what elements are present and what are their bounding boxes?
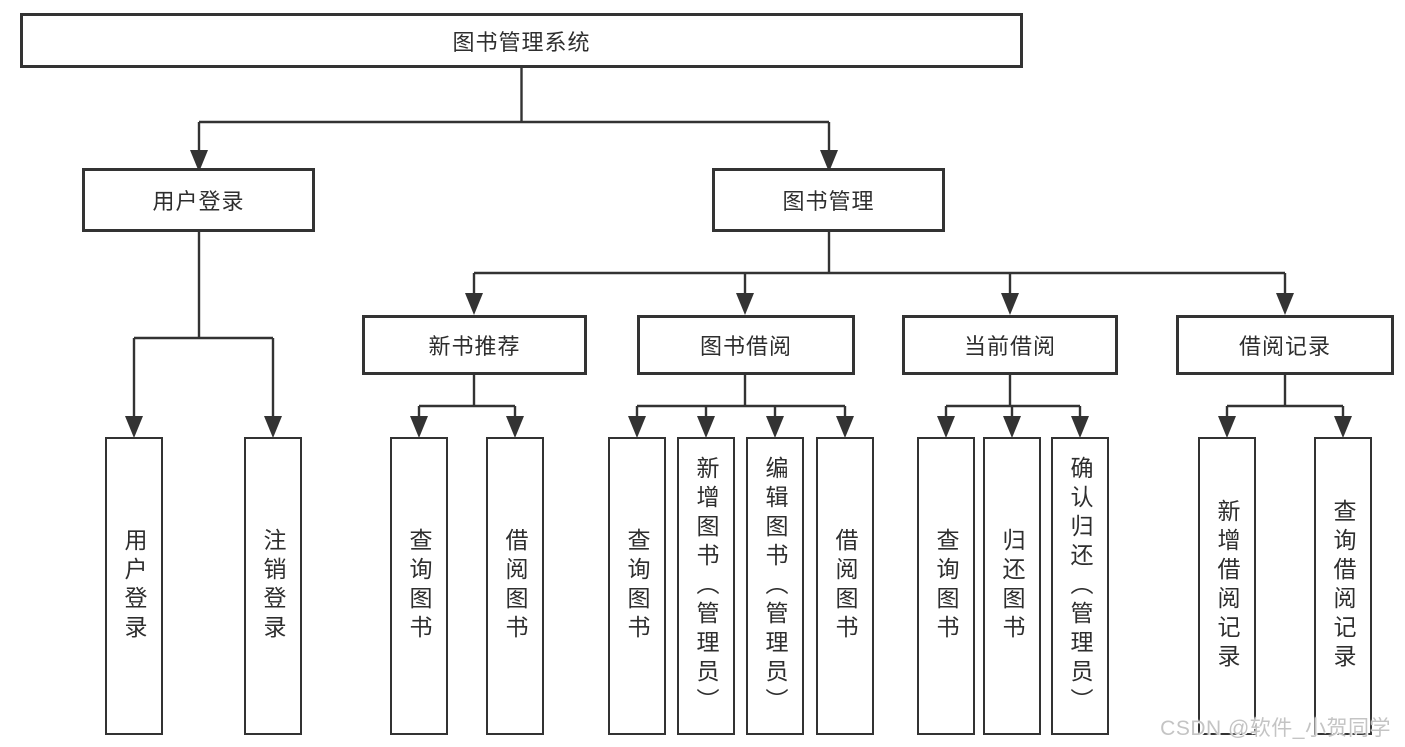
node-book-borrowing: 图书借阅 bbox=[637, 315, 855, 375]
node-current-borrowing: 当前借阅 bbox=[902, 315, 1118, 375]
node-new-book-recommend: 新书推荐 bbox=[362, 315, 587, 375]
leaf-borrow-books-recommend: 借阅图书 bbox=[486, 437, 544, 735]
leaf-return-books: 归还图书 bbox=[983, 437, 1041, 735]
leaf-query-books-borrowing: 查询图书 bbox=[608, 437, 666, 735]
leaf-add-book-admin: 新增图书（管理员） bbox=[677, 437, 735, 735]
leaf-edit-book-admin: 编辑图书（管理员） bbox=[746, 437, 804, 735]
node-book-management: 图书管理 bbox=[712, 168, 945, 232]
node-user-login: 用户登录 bbox=[82, 168, 315, 232]
node-borrowing-records: 借阅记录 bbox=[1176, 315, 1394, 375]
leaf-query-books-recommend: 查询图书 bbox=[390, 437, 448, 735]
leaf-add-borrow-record: 新增借阅记录 bbox=[1198, 437, 1256, 735]
leaf-query-borrow-record: 查询借阅记录 bbox=[1314, 437, 1372, 735]
arrowheads bbox=[125, 150, 1352, 438]
leaf-user-login: 用户登录 bbox=[105, 437, 163, 735]
leaf-logout: 注销登录 bbox=[244, 437, 302, 735]
watermark: CSDN @软件_小贺同学 bbox=[1160, 717, 1391, 740]
leaf-borrow-books: 借阅图书 bbox=[816, 437, 874, 735]
node-root-system: 图书管理系统 bbox=[20, 13, 1023, 68]
leaf-confirm-return-admin: 确认归还（管理员） bbox=[1051, 437, 1109, 735]
leaf-query-books-current: 查询图书 bbox=[917, 437, 975, 735]
